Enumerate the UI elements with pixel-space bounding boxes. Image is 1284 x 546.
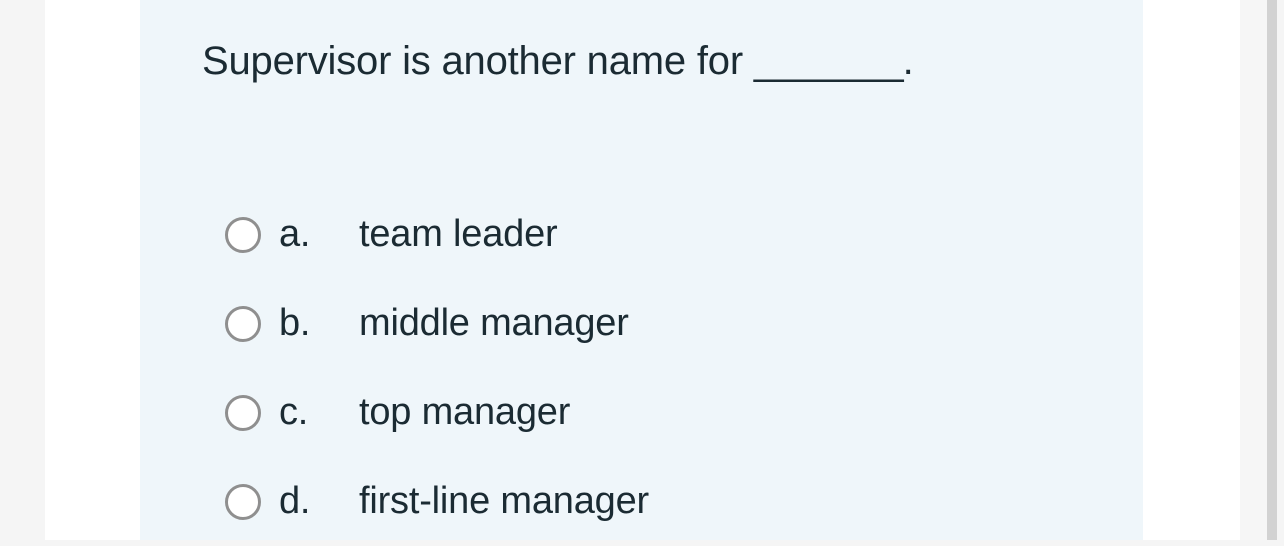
option-letter-d: d.: [279, 480, 311, 522]
question-stem-prefix: Supervisor is another name for: [202, 39, 754, 83]
content-gutter-left: [45, 0, 140, 540]
answer-option-a[interactable]: a. team leader: [140, 190, 1143, 279]
radio-button-icon-c[interactable]: [225, 394, 261, 431]
content-gutter-right: [1143, 0, 1240, 540]
radio-button-icon-a[interactable]: [225, 216, 261, 253]
question-stem: Supervisor is another name for _______.: [202, 38, 914, 84]
option-text-c[interactable]: top manager: [359, 391, 571, 433]
option-letter-b: b.: [279, 302, 311, 344]
answer-option-c[interactable]: c. top manager: [140, 368, 1143, 457]
option-text-d[interactable]: first-line manager: [359, 480, 649, 522]
vertical-scrollbar[interactable]: [1267, 0, 1284, 540]
radio-button-icon-b[interactable]: [225, 305, 261, 342]
option-text-a[interactable]: team leader: [359, 213, 558, 255]
page-left-rail: [0, 0, 45, 540]
question-card: Supervisor is another name for _______. …: [140, 0, 1143, 540]
scrollbar-thumb[interactable]: [1267, 0, 1277, 540]
answer-option-b[interactable]: b. middle manager: [140, 279, 1143, 368]
answer-option-d[interactable]: d. first-line manager: [140, 457, 1143, 546]
question-blank: _______: [753, 39, 904, 83]
page-right-rail: [1240, 0, 1267, 540]
question-stem-suffix: .: [902, 39, 914, 83]
answer-options-list: a. team leader b. middle manager c. top …: [140, 190, 1143, 546]
option-text-b[interactable]: middle manager: [359, 302, 629, 344]
option-letter-a: a.: [279, 213, 311, 255]
radio-button-icon-d[interactable]: [225, 483, 261, 520]
option-letter-c: c.: [279, 391, 309, 433]
